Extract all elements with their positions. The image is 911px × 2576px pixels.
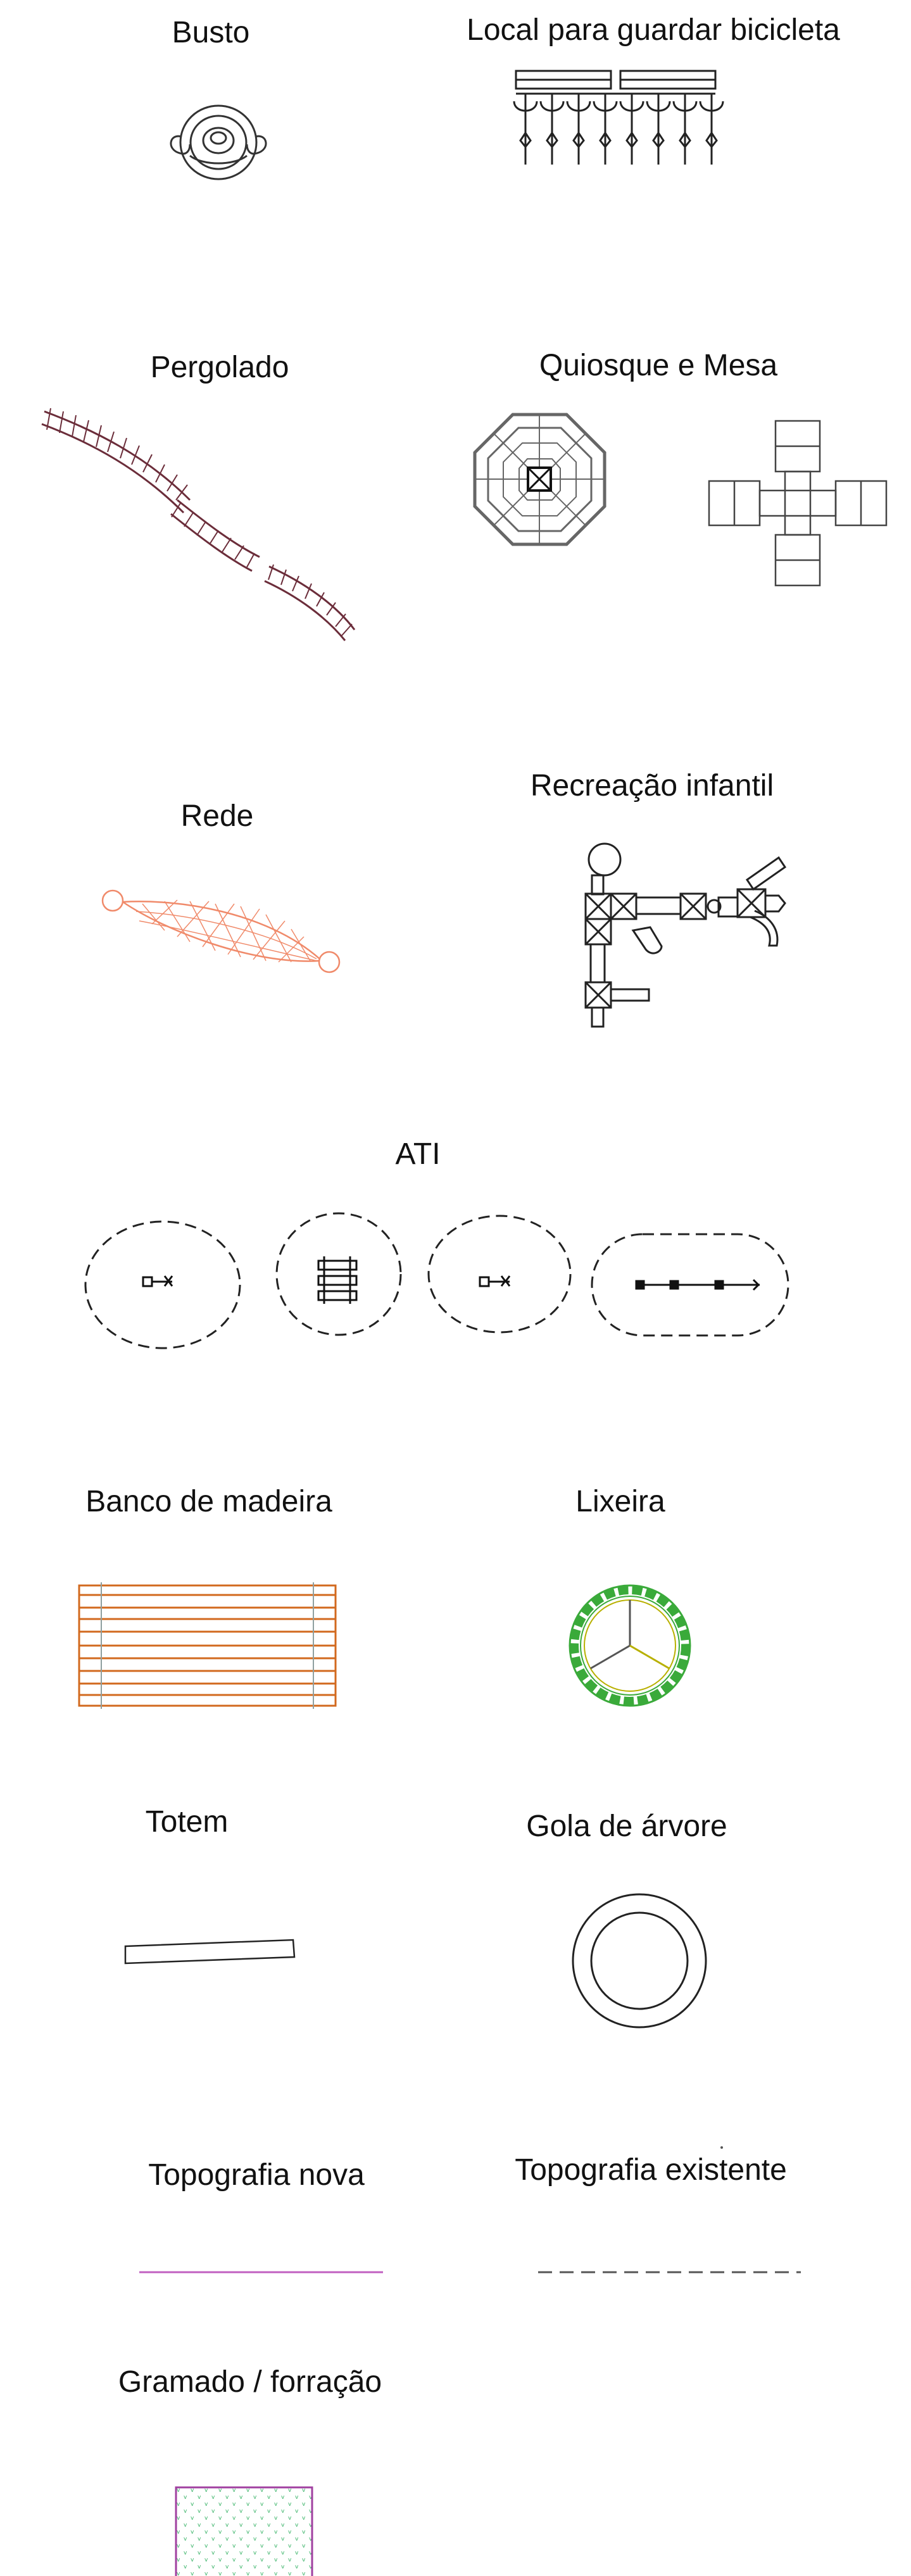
lixeira-symbol	[569, 1584, 691, 1707]
label-gramado: Gramado / forração	[118, 2365, 382, 2399]
gola-symbol	[572, 1893, 707, 2029]
label-busto: Busto	[172, 16, 250, 49]
ati-equipment	[142, 1256, 760, 1304]
recreacao-symbol	[584, 842, 787, 1028]
rede-symbol	[101, 889, 341, 973]
banco-symbol	[78, 1582, 337, 1709]
gramado-swatch	[175, 2486, 313, 2576]
label-quiosque: Quiosque e Mesa	[539, 349, 778, 382]
label-ati: ATI	[395, 1137, 441, 1171]
label-recreacao: Recreação infantil	[530, 769, 774, 803]
bicicleta-rack-symbol	[513, 70, 724, 166]
label-banco: Banco de madeira	[85, 1485, 332, 1518]
ati-symbols	[84, 1212, 789, 1349]
label-totem: Totem	[145, 1805, 229, 1839]
busto-symbol	[170, 104, 267, 180]
label-gola: Gola de árvore	[526, 1810, 727, 1843]
quiosque-symbol	[473, 413, 606, 546]
label-topo-existente: Topografia existente	[515, 2153, 787, 2187]
pergolado-symbol	[41, 408, 356, 641]
label-topo-nova: Topografia nova	[148, 2158, 365, 2192]
stray-dot	[720, 2146, 723, 2149]
label-pergolado: Pergolado	[150, 351, 289, 384]
label-lixeira: Lixeira	[575, 1485, 665, 1518]
label-rede: Rede	[180, 799, 254, 833]
label-bicicleta: Local para guardar bicicleta	[467, 13, 840, 47]
mesa-symbol	[708, 420, 888, 587]
totem-symbol	[124, 1939, 296, 1965]
